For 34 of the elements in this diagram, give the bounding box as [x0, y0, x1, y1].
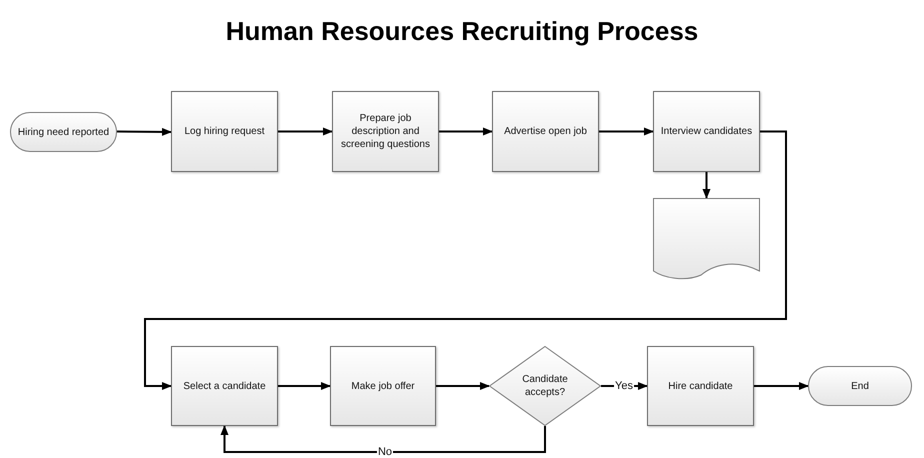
node-label: Interview candidates [660, 125, 754, 138]
arrow [116, 128, 172, 136]
arrow [436, 382, 490, 390]
arrow [278, 382, 331, 390]
node-label: Make job offer [350, 380, 416, 392]
edge-label: Yes [614, 380, 634, 392]
terminator-shape [10, 112, 117, 152]
arrow [599, 128, 654, 136]
arrow [144, 130, 787, 390]
decision-diamond [489, 346, 601, 426]
document-shape [653, 198, 760, 280]
node-label: Hiring need reported [16, 126, 110, 138]
process-box [332, 91, 439, 172]
process-box [492, 91, 599, 172]
arrow [754, 382, 809, 390]
node-label: Select a candidate [182, 380, 267, 392]
arrow [278, 128, 333, 136]
node-label: Advertise open job [503, 125, 588, 138]
arrow [439, 128, 493, 136]
node-label: End [850, 380, 870, 392]
diagram-title: Human Resources Recruiting Process [226, 15, 698, 48]
arrow [220, 425, 546, 453]
node-label: Hire candidate [667, 380, 734, 392]
node-label: Prepare job description and screening questions [340, 112, 431, 151]
process-box [171, 91, 278, 172]
process-box [330, 346, 436, 426]
terminator-shape [808, 366, 912, 406]
arrow [702, 172, 710, 199]
process-box [171, 346, 278, 426]
node-label: Candidate accepts? [521, 373, 569, 399]
process-box [647, 346, 754, 426]
node-label: Log hiring request [183, 125, 266, 138]
edge-label: No [376, 446, 394, 458]
process-box [653, 91, 760, 172]
